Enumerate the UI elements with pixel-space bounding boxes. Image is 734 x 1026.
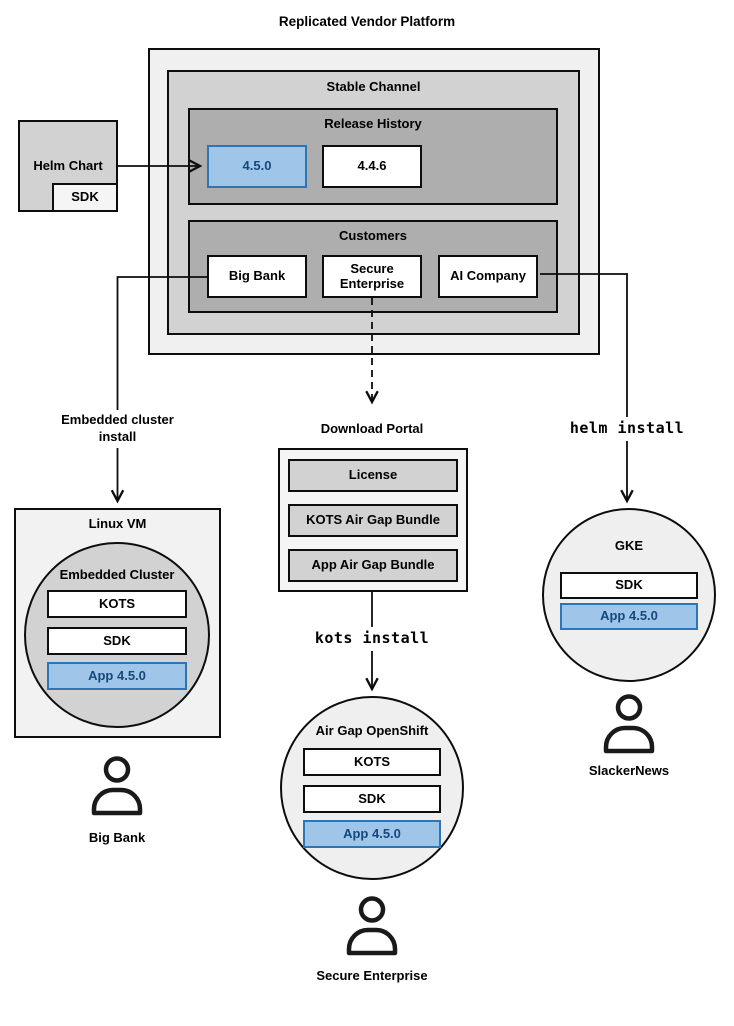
diagram-title: Replicated Vendor Platform bbox=[278, 14, 456, 29]
airgap-app-box: App 4.5.0 bbox=[303, 820, 441, 848]
airgap-sdk-box: SDK bbox=[303, 785, 441, 813]
big-bank-user-label: Big Bank bbox=[88, 830, 146, 845]
linux-vm-label: Linux VM bbox=[88, 516, 147, 531]
embedded-sdk-box: SDK bbox=[47, 627, 187, 655]
gke-sdk-box: SDK bbox=[560, 572, 698, 599]
portal-app-bundle-box: App Air Gap Bundle bbox=[288, 549, 458, 582]
customer-ai-company: AI Company bbox=[438, 255, 538, 298]
embedded-cluster-install-label: Embedded cluster install bbox=[57, 410, 178, 448]
slackernews-user-icon bbox=[603, 694, 655, 754]
stable-channel-label: Stable Channel bbox=[326, 79, 421, 94]
helm-chart-sdk-box: SDK bbox=[52, 183, 118, 212]
helm-install-command: helm install bbox=[567, 417, 687, 441]
customers-label: Customers bbox=[339, 228, 407, 243]
customer-secure-enterprise: Secure Enterprise bbox=[322, 255, 422, 298]
download-portal-label: Download Portal bbox=[292, 419, 452, 440]
gke-app-box: App 4.5.0 bbox=[560, 603, 698, 630]
big-bank-user-icon bbox=[91, 756, 143, 816]
customer-big-bank: Big Bank bbox=[207, 255, 307, 298]
embedded-cluster-label: Embedded Cluster bbox=[59, 567, 175, 582]
embedded-app-box: App 4.5.0 bbox=[47, 662, 187, 690]
release-4-4-6: 4.4.6 bbox=[322, 145, 422, 188]
slackernews-user-label: SlackerNews bbox=[588, 763, 670, 778]
arrow-ai-company-to-gke bbox=[540, 273, 634, 504]
release-4-5-0: 4.5.0 bbox=[207, 145, 307, 188]
helm-chart-label: Helm Chart bbox=[33, 158, 103, 173]
release-history-label: Release History bbox=[324, 116, 422, 131]
airgap-kots-box: KOTS bbox=[303, 748, 441, 776]
kots-install-command: kots install bbox=[312, 627, 432, 651]
portal-license-box: License bbox=[288, 459, 458, 492]
embedded-kots-box: KOTS bbox=[47, 590, 187, 618]
arrow-big-bank-to-linux-vm bbox=[110, 276, 207, 504]
portal-kots-bundle-box: KOTS Air Gap Bundle bbox=[288, 504, 458, 537]
secure-enterprise-user-label: Secure Enterprise bbox=[316, 968, 428, 983]
secure-enterprise-user-icon bbox=[346, 896, 398, 956]
airgap-openshift-label: Air Gap OpenShift bbox=[315, 723, 429, 738]
gke-label: GKE bbox=[614, 538, 644, 553]
